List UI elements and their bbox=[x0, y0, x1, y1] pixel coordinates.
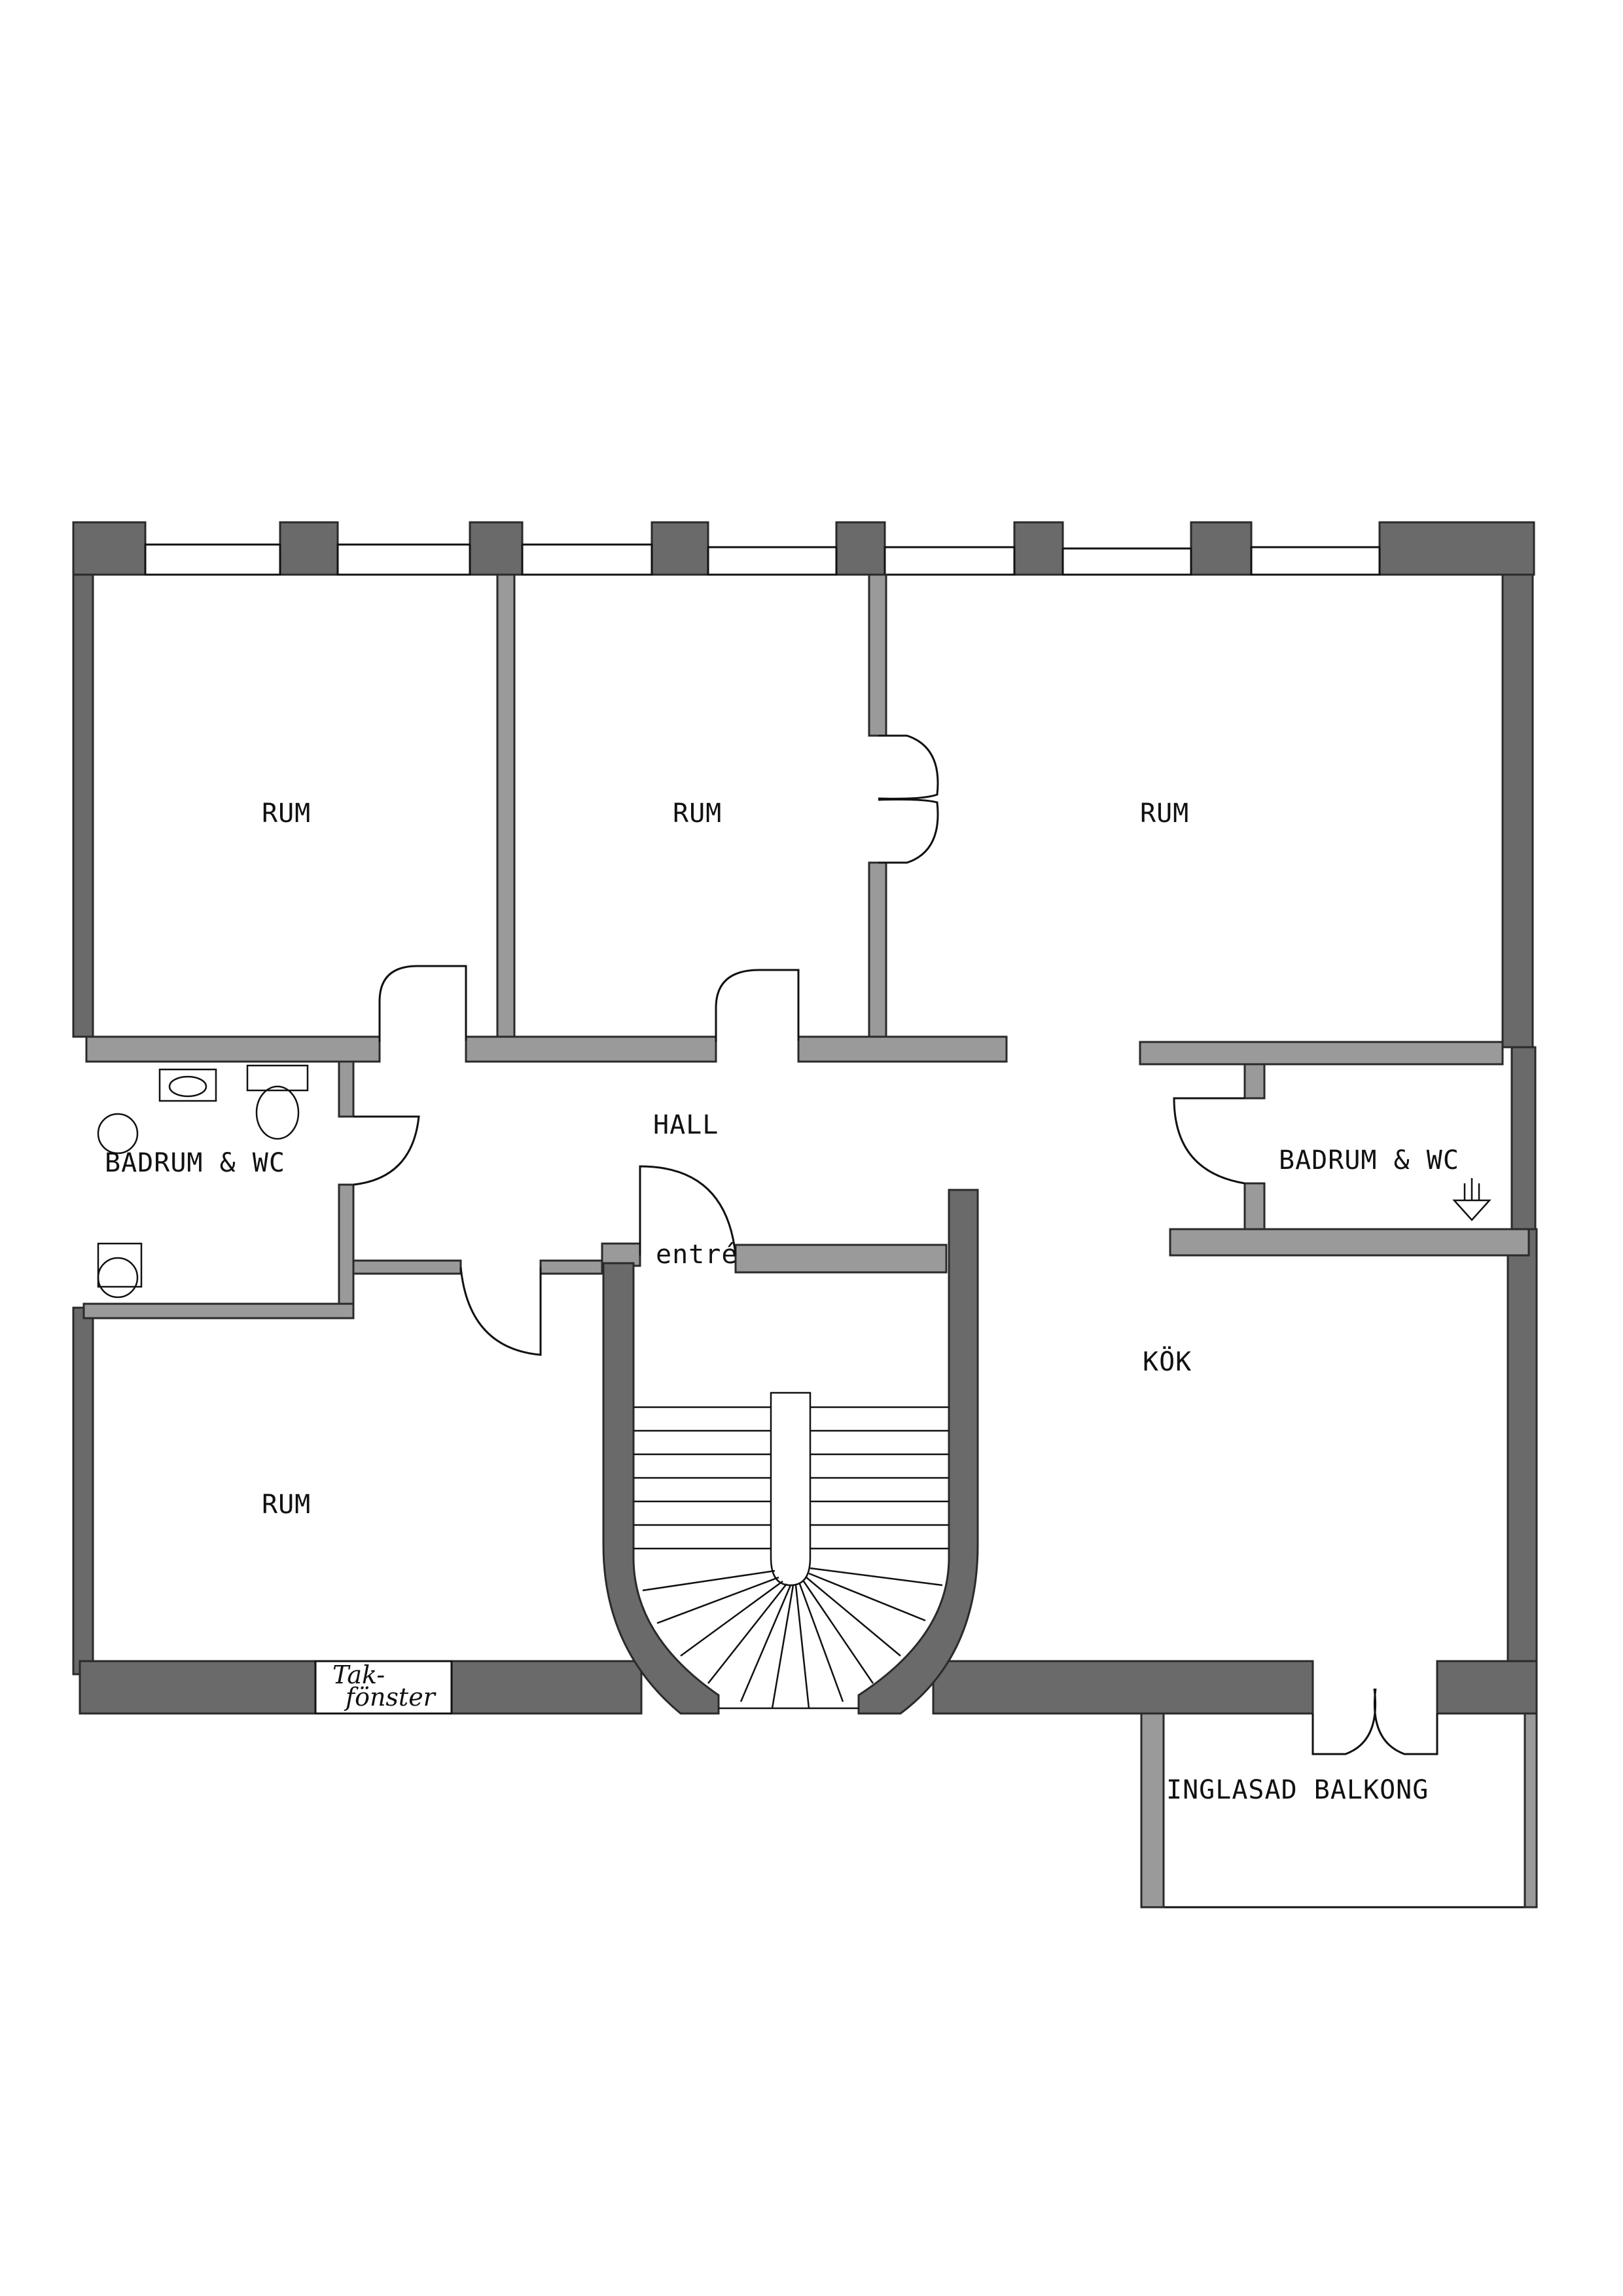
label-hall: HALL bbox=[653, 1110, 719, 1140]
label-badrum-right: BADRUM & WC bbox=[1279, 1145, 1459, 1175]
label-takfonster-2: fönster bbox=[344, 1683, 437, 1712]
window bbox=[144, 543, 281, 576]
floor-drain-icon bbox=[1452, 1199, 1491, 1221]
sink-icon bbox=[158, 1068, 217, 1102]
label-rum-top-left: RUM bbox=[262, 798, 311, 829]
label-entre: entré bbox=[656, 1240, 738, 1270]
label-rum-bottom-left: RUM bbox=[262, 1490, 311, 1520]
window bbox=[1250, 546, 1381, 576]
window bbox=[707, 546, 838, 576]
label-rum-top-middle: RUM bbox=[673, 798, 722, 829]
roof-window bbox=[314, 1660, 453, 1715]
label-badrum-left: BADRUM & WC bbox=[105, 1148, 285, 1178]
label-kok: KÖK bbox=[1143, 1346, 1192, 1377]
label-rum-top-right: RUM bbox=[1140, 798, 1189, 829]
toilet-icon bbox=[246, 1064, 309, 1092]
room-labels: RUM RUM RUM HALL BADRUM & WC BADRUM & WC… bbox=[105, 798, 1459, 1805]
label-balkong: INGLASAD BALKONG bbox=[1166, 1775, 1429, 1805]
balcony bbox=[1140, 1712, 1538, 1909]
shower-icon bbox=[97, 1113, 139, 1155]
window bbox=[1061, 547, 1192, 576]
exterior-walls bbox=[72, 521, 1538, 1715]
fixtures bbox=[97, 1064, 1491, 1299]
interior-walls bbox=[82, 573, 1530, 1319]
window bbox=[521, 543, 653, 576]
window bbox=[883, 546, 1016, 576]
window bbox=[336, 543, 471, 576]
staircase bbox=[602, 1189, 979, 1715]
doors bbox=[353, 734, 1438, 1755]
label-takfonster-1: Tak- bbox=[332, 1660, 385, 1689]
